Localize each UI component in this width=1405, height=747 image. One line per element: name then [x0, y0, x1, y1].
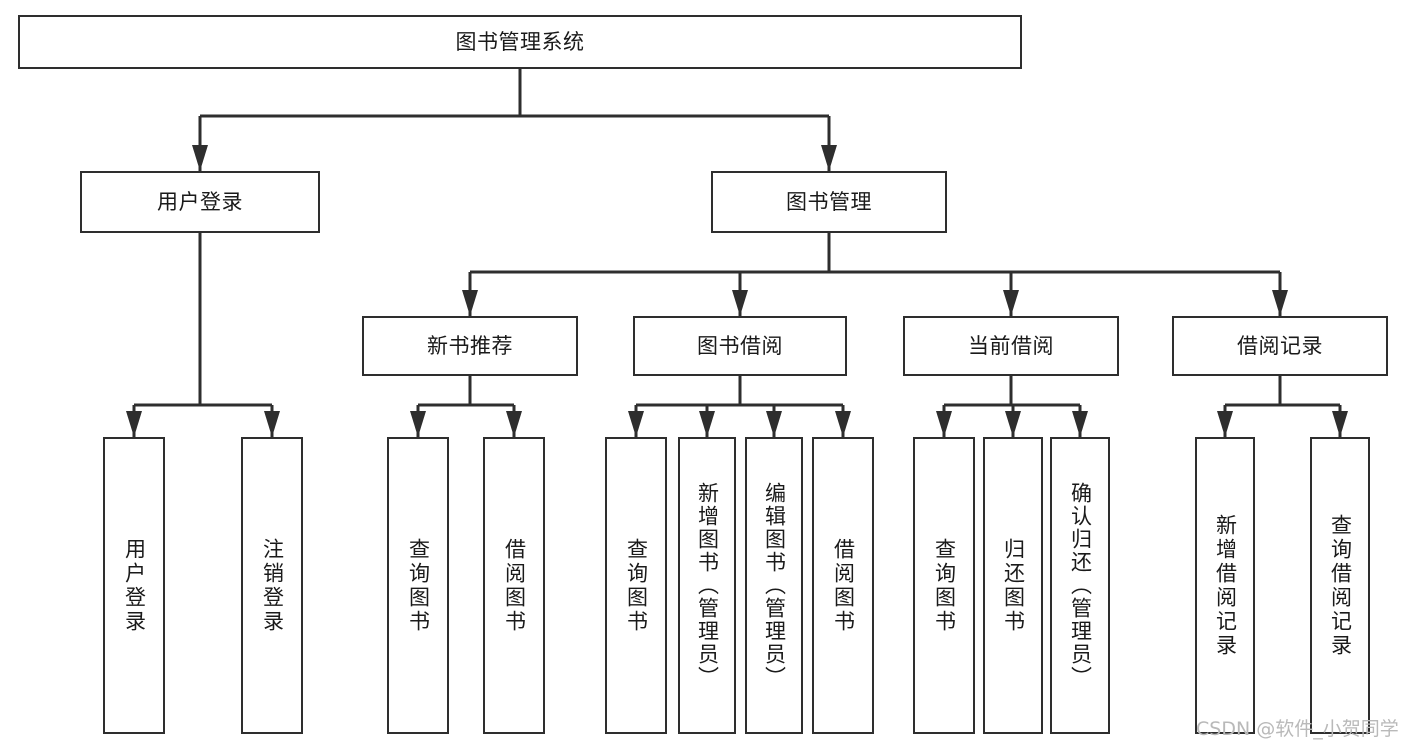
- node-leaf-query-book-cur[interactable]: 查询图书: [913, 437, 975, 734]
- node-label: 查询图书: [932, 537, 957, 634]
- arrowhead-book-manage: [821, 145, 837, 171]
- arrowhead-leaf-add-record: [1217, 411, 1233, 437]
- node-label: 图书管理: [786, 189, 872, 214]
- arrowhead-leaf-logout: [264, 411, 280, 437]
- node-leaf-user-login[interactable]: 用户登录: [103, 437, 165, 734]
- node-leaf-return-book[interactable]: 归还图书: [983, 437, 1043, 734]
- node-leaf-borrow-book[interactable]: 借阅图书: [812, 437, 874, 734]
- arrowhead-leaf-return-book: [1005, 411, 1021, 437]
- arrowhead-leaf-query-book: [628, 411, 644, 437]
- node-label: 新增图书（管理员）: [695, 482, 720, 689]
- arrowhead-leaf-query-book-rec: [410, 411, 426, 437]
- node-current-borrow[interactable]: 当前借阅: [903, 316, 1119, 376]
- node-leaf-add-book[interactable]: 新增图书（管理员）: [678, 437, 736, 734]
- node-label: 编辑图书（管理员）: [762, 482, 787, 689]
- arrowhead-book-borrow: [732, 290, 748, 316]
- node-label: 用户登录: [157, 189, 243, 214]
- node-label: 新书推荐: [427, 333, 513, 358]
- node-label: 查询图书: [406, 537, 431, 634]
- node-label: 图书借阅: [697, 333, 783, 358]
- node-borrow-record[interactable]: 借阅记录: [1172, 316, 1388, 376]
- arrowhead-user-login: [192, 145, 208, 171]
- node-label: 注销登录: [260, 537, 285, 634]
- arrowhead-leaf-borrow-book: [835, 411, 851, 437]
- node-label: 归还图书: [1001, 537, 1026, 634]
- node-label: 图书管理系统: [455, 29, 585, 54]
- node-leaf-query-book-rec[interactable]: 查询图书: [387, 437, 449, 734]
- node-leaf-add-record[interactable]: 新增借阅记录: [1195, 437, 1255, 734]
- arrowhead-current-borrow: [1003, 290, 1019, 316]
- arrowhead-leaf-query-record: [1332, 411, 1348, 437]
- node-leaf-edit-book[interactable]: 编辑图书（管理员）: [745, 437, 803, 734]
- node-label: 新增借阅记录: [1213, 513, 1238, 658]
- arrowhead-new-book-rec: [462, 290, 478, 316]
- node-label: 当前借阅: [968, 333, 1054, 358]
- arrowhead-leaf-edit-book: [766, 411, 782, 437]
- node-root[interactable]: 图书管理系统: [18, 15, 1022, 69]
- node-book-manage[interactable]: 图书管理: [711, 171, 947, 233]
- node-book-borrow[interactable]: 图书借阅: [633, 316, 847, 376]
- arrowhead-leaf-query-book-cur: [936, 411, 952, 437]
- node-leaf-logout[interactable]: 注销登录: [241, 437, 303, 734]
- node-label: 借阅图书: [502, 537, 527, 634]
- node-leaf-borrow-book-rec[interactable]: 借阅图书: [483, 437, 545, 734]
- arrowhead-leaf-user-login: [126, 411, 142, 437]
- arrowhead-leaf-add-book: [699, 411, 715, 437]
- node-label: 确认归还（管理员）: [1068, 482, 1093, 689]
- node-leaf-confirm-return[interactable]: 确认归还（管理员）: [1050, 437, 1110, 734]
- node-user-login[interactable]: 用户登录: [80, 171, 320, 233]
- node-label: 用户登录: [122, 537, 147, 634]
- node-leaf-query-record[interactable]: 查询借阅记录: [1310, 437, 1370, 734]
- node-label: 查询借阅记录: [1328, 513, 1353, 658]
- node-label: 借阅图书: [831, 537, 856, 634]
- node-new-book-rec[interactable]: 新书推荐: [362, 316, 578, 376]
- node-label: 借阅记录: [1237, 333, 1323, 358]
- arrowhead-leaf-confirm-return: [1072, 411, 1088, 437]
- node-label: 查询图书: [624, 537, 649, 634]
- arrowhead-borrow-record: [1272, 290, 1288, 316]
- arrowhead-leaf-borrow-book-rec: [506, 411, 522, 437]
- node-leaf-query-book[interactable]: 查询图书: [605, 437, 667, 734]
